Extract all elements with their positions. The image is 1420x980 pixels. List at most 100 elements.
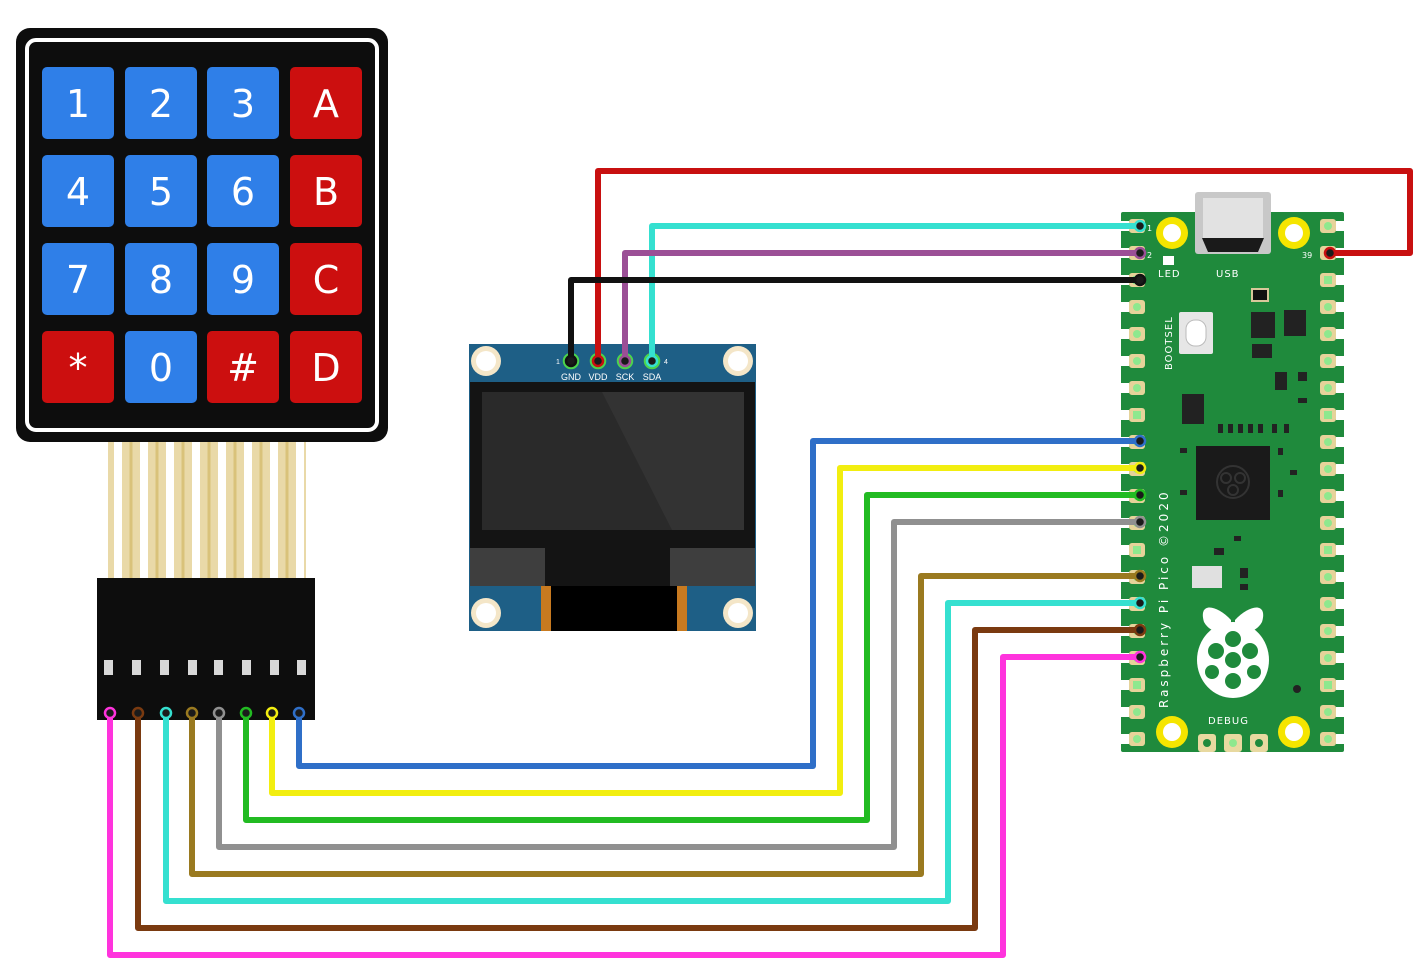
pico-pin bbox=[1320, 273, 1346, 287]
keypad-key-D[interactable]: D bbox=[290, 331, 362, 403]
keypad-key-8[interactable]: 8 bbox=[125, 243, 197, 315]
pico-pin bbox=[1320, 354, 1346, 368]
keypad-key-#[interactable]: # bbox=[207, 331, 279, 403]
pico-pin-number-1: 1 bbox=[1147, 224, 1152, 233]
keypad-key-0[interactable]: 0 bbox=[125, 331, 197, 403]
pico-pin bbox=[1320, 705, 1346, 719]
pico-led-label: LED bbox=[1158, 269, 1181, 280]
wires bbox=[103, 168, 1413, 958]
keypad-key-label: 9 bbox=[231, 258, 255, 302]
pico-bootsel-button[interactable] bbox=[1179, 312, 1213, 354]
keypad-key-C[interactable]: C bbox=[290, 243, 362, 315]
pico-usb-label: USB bbox=[1216, 269, 1240, 280]
wire-oled-gnd bbox=[564, 273, 1147, 368]
pico-pin bbox=[1119, 732, 1145, 746]
pico-pin bbox=[1119, 678, 1145, 692]
pico-pin bbox=[1119, 300, 1145, 314]
keypad-key-label: B bbox=[313, 170, 339, 214]
wire-keypad-5 bbox=[212, 515, 1147, 850]
keypad-key-label: 0 bbox=[149, 346, 173, 390]
pico-debug-label: DEBUG bbox=[1208, 716, 1249, 727]
wire-keypad-4 bbox=[185, 569, 1147, 877]
keypad-key-*[interactable]: * bbox=[42, 331, 114, 403]
wire-keypad-7 bbox=[265, 461, 1147, 796]
oled-pin-label-sck: SCK bbox=[616, 372, 635, 382]
wire-keypad-2 bbox=[131, 623, 1147, 931]
keypad-key-5[interactable]: 5 bbox=[125, 155, 197, 227]
pico-pin bbox=[1320, 381, 1346, 395]
raspberry-pi-logo-icon bbox=[1197, 607, 1269, 698]
wire-keypad-6 bbox=[239, 488, 1147, 823]
keypad-key-4[interactable]: 4 bbox=[42, 155, 114, 227]
keypad-key-1[interactable]: 1 bbox=[42, 67, 114, 139]
wire-oled-sck bbox=[618, 246, 1147, 368]
pico-pin bbox=[1119, 327, 1145, 341]
keypad-key-2[interactable]: 2 bbox=[125, 67, 197, 139]
pico-bootsel-label: BOOTSEL bbox=[1164, 316, 1175, 370]
pico-pin bbox=[1320, 570, 1346, 584]
pico-usb-connector bbox=[1195, 192, 1271, 254]
pico-debug-pins bbox=[1198, 734, 1268, 752]
pico-pin bbox=[1320, 516, 1346, 530]
wire-oled-vdd bbox=[591, 168, 1413, 368]
keypad-key-label: 1 bbox=[66, 82, 90, 126]
keypad-key-label: 6 bbox=[231, 170, 255, 214]
keypad-keys: 1 2 3 A 4 5 6 B 7 8 9 C * 0 # D bbox=[42, 67, 362, 403]
wire-keypad-8 bbox=[292, 434, 1147, 769]
pico-led bbox=[1163, 256, 1174, 265]
keypad-key-label: A bbox=[313, 82, 339, 126]
pico-pins-right bbox=[1320, 219, 1346, 746]
pico-pin bbox=[1119, 354, 1145, 368]
oled-pin-number-last: 4 bbox=[664, 359, 668, 366]
pico-pin bbox=[1320, 543, 1346, 557]
keypad-key-B[interactable]: B bbox=[290, 155, 362, 227]
oled-mount-holes bbox=[471, 346, 753, 628]
keypad-key-label: 7 bbox=[66, 258, 90, 302]
keypad-key-6[interactable]: 6 bbox=[207, 155, 279, 227]
keypad-key-label: 2 bbox=[149, 82, 173, 126]
keypad-key-3[interactable]: 3 bbox=[207, 67, 279, 139]
keypad-connector bbox=[97, 578, 315, 720]
pico-pin bbox=[1320, 408, 1346, 422]
pico-components bbox=[1180, 288, 1307, 693]
pico-pin bbox=[1320, 327, 1346, 341]
keypad-key-7[interactable]: 7 bbox=[42, 243, 114, 315]
keypad-key-9[interactable]: 9 bbox=[207, 243, 279, 315]
keypad-key-label: # bbox=[227, 346, 259, 390]
oled-pin-number-first: 1 bbox=[556, 359, 560, 366]
pico-pin bbox=[1320, 597, 1346, 611]
keypad-key-label: * bbox=[69, 346, 88, 390]
pico-pin bbox=[1119, 705, 1145, 719]
pico-pin bbox=[1119, 408, 1145, 422]
oled-pin-label-sda: SDA bbox=[643, 372, 662, 382]
pico-pin bbox=[1320, 624, 1346, 638]
pico-pin bbox=[1320, 462, 1346, 476]
raspberry-chip-icon bbox=[1216, 465, 1250, 499]
pico-pin bbox=[1320, 219, 1346, 233]
oled-pin-label-gnd: GND bbox=[561, 372, 582, 382]
pico-mount-holes bbox=[1156, 217, 1310, 748]
keypad-key-label: 4 bbox=[66, 170, 90, 214]
wire-oled-sda bbox=[645, 219, 1147, 368]
pico-pin bbox=[1119, 543, 1145, 557]
keypad-key-label: 8 bbox=[149, 258, 173, 302]
pico-pin bbox=[1119, 381, 1145, 395]
wire-keypad-3 bbox=[159, 596, 1147, 904]
wire-keypad-1 bbox=[103, 650, 1147, 958]
pico-pin bbox=[1320, 678, 1346, 692]
pico-pin bbox=[1320, 300, 1346, 314]
keypad-key-label: 3 bbox=[231, 82, 255, 126]
keypad-key-label: D bbox=[311, 346, 340, 390]
keypad-ribbon-cable bbox=[108, 440, 306, 580]
keypad-key-label: C bbox=[313, 258, 340, 302]
pico-pin-number-2: 2 bbox=[1147, 251, 1152, 260]
pico-brand-label: Raspberry Pi Pico ©2020 bbox=[1157, 489, 1171, 708]
keypad-module: 1 2 3 A 4 5 6 B 7 8 9 C * 0 # D bbox=[16, 28, 388, 720]
pico-pin bbox=[1320, 651, 1346, 665]
oled-display-module: GND VDD SCK SDA 1 4 bbox=[469, 344, 756, 631]
pico-pin-number-39: 39 bbox=[1302, 251, 1312, 260]
keypad-key-A[interactable]: A bbox=[290, 67, 362, 139]
oled-pin-label-vdd: VDD bbox=[588, 372, 608, 382]
keypad-key-label: 5 bbox=[149, 170, 173, 214]
